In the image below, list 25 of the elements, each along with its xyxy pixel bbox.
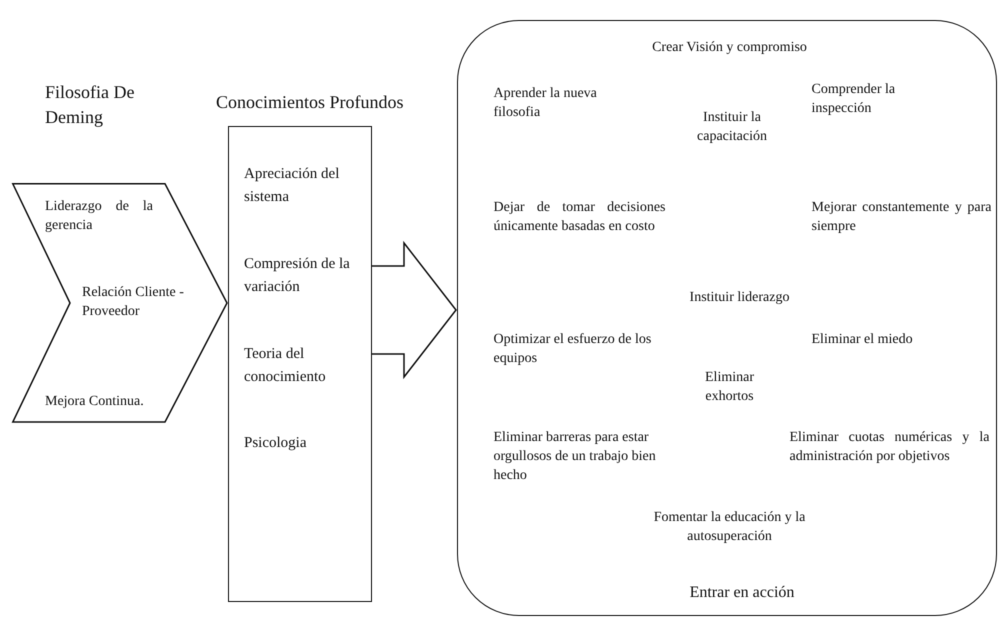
item-text: Relación Cliente -Proveedor [82, 284, 185, 321]
item-text: Instituir liderazgo [688, 288, 790, 306]
item-text: Eliminar exhortos [704, 368, 755, 406]
block-arrow [371, 240, 457, 380]
item-text: Dejar de tomar decisiones únicamente basadas en costo [494, 198, 666, 236]
item-text: Entrar en acción [688, 582, 796, 602]
heading-text: Filosofia De Deming [45, 81, 136, 129]
item-text: Liderazgo de la gerencia [45, 198, 153, 235]
item-text: Eliminar barreras para estar orgullosos de un trabajo bien hecho [494, 428, 657, 484]
rounded-panel [457, 20, 997, 616]
item-text: Comprender la inspección [812, 80, 896, 118]
item-text: Aprender la nueva filosofia [494, 84, 598, 122]
item-text: Optimizar el esfuerzo de los equipos [494, 330, 652, 368]
item-text: Teoria del conocimiento [244, 345, 327, 387]
heading-text: Conocimientos Profundos [216, 91, 404, 114]
item-text: Apreciación del sistema [244, 165, 340, 207]
item-text: Compresión de la variación [244, 255, 351, 297]
item-text: Psicologia [244, 434, 308, 453]
item-text: Eliminar el miedo [812, 330, 914, 348]
item-text: Instituir la capacitación [696, 108, 768, 146]
item-text: Fomentar la educación y la autosuperación [652, 508, 806, 546]
item-text: Mejora Continua. [45, 393, 145, 411]
item-text: Mejorar constantemente y para siempre [812, 198, 992, 236]
item-text: Crear Visión y compromiso [651, 38, 808, 56]
item-text: Eliminar cuotas numéricas y la administración por objetivos [790, 428, 990, 466]
